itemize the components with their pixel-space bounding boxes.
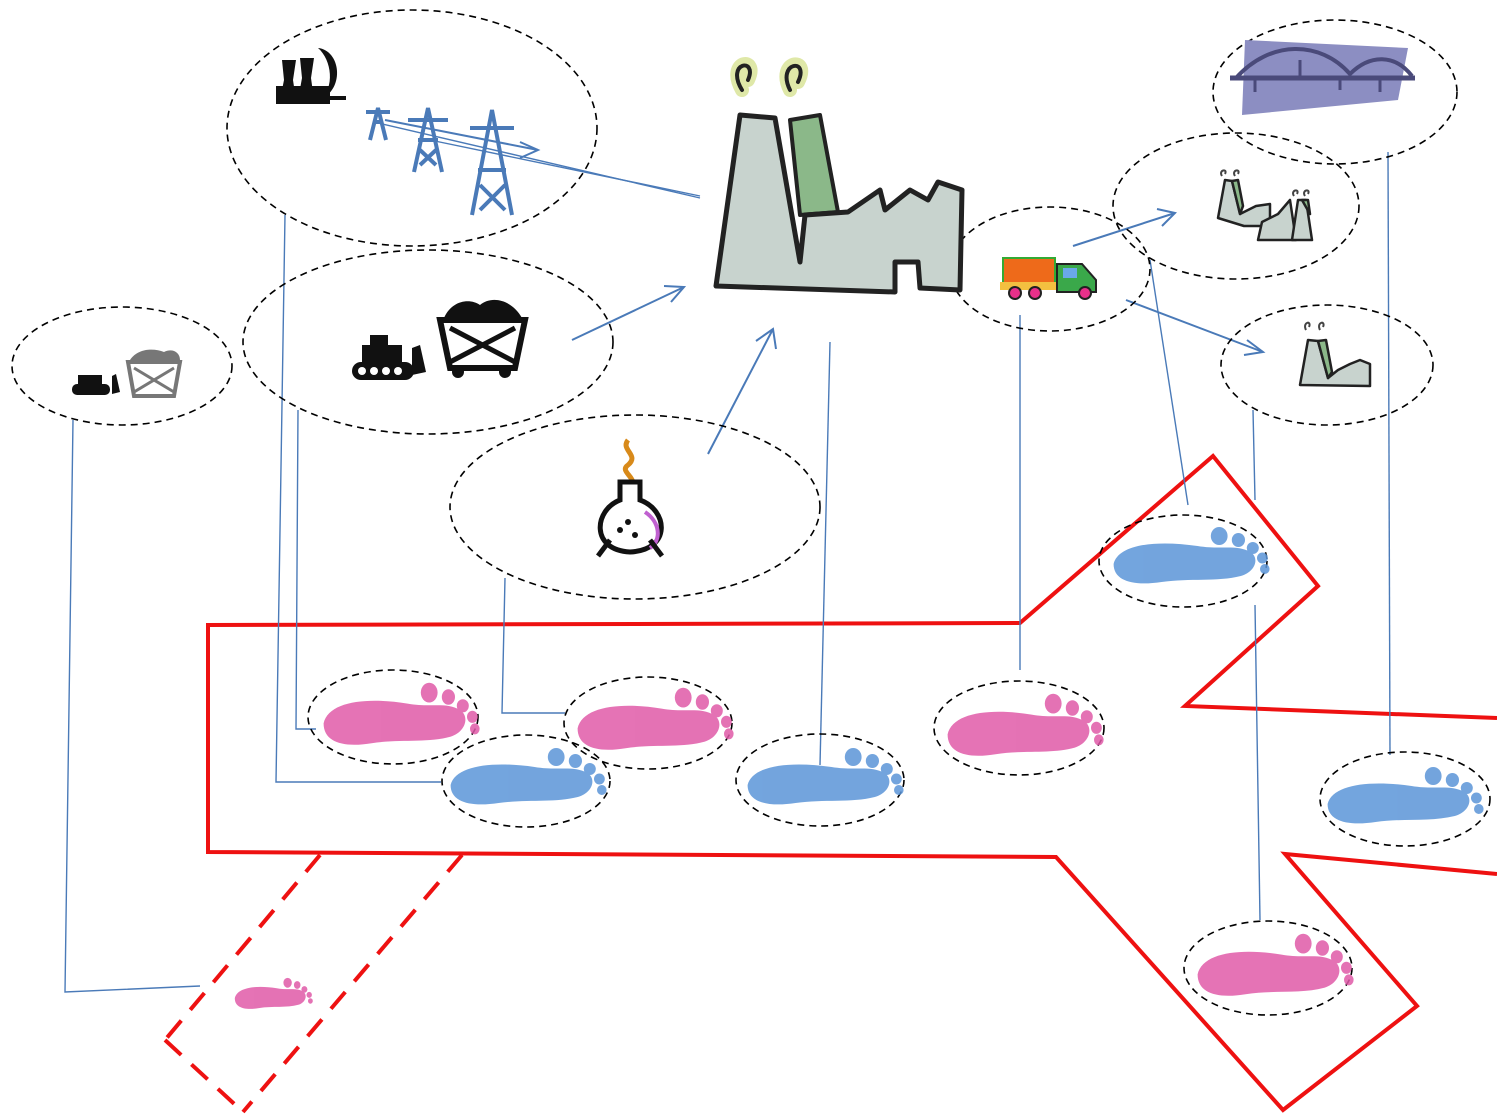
footprint-blue-icon — [450, 748, 607, 805]
coal-cart-icon — [125, 349, 183, 398]
footprint-pink-icon — [234, 977, 313, 1009]
system-boundary — [163, 453, 1497, 1114]
footprint-blue-icon — [1327, 767, 1484, 824]
connector-customers — [1149, 259, 1189, 506]
flow-arrows — [384, 119, 1266, 455]
bulldozer-icon — [72, 374, 120, 395]
ellipse-fp-customers — [1098, 514, 1268, 608]
footprint-pink-icon — [947, 693, 1104, 756]
connector-infrastructure — [1387, 151, 1391, 756]
chemical-flask-icon — [596, 438, 664, 558]
ellipse-fp-transport — [933, 680, 1105, 776]
connector-chemicals — [501, 577, 565, 714]
ellipse-customer-factory — [1220, 304, 1434, 426]
connector-power-factory-2 — [429, 139, 701, 197]
ellipse-customer-factories — [1112, 132, 1360, 280]
connector-upstream — [64, 419, 201, 993]
bridge-icon — [1230, 40, 1415, 115]
boundary-main-top — [206, 453, 1497, 1113]
connector-customer — [1252, 409, 1256, 501]
connector-customer-lower — [1254, 604, 1261, 921]
arrow-transport-to-customers — [1072, 208, 1177, 247]
power-pylons-icon — [366, 107, 514, 216]
ellipse-mining-small — [11, 306, 233, 426]
arrow-chemicals-to-factory — [707, 327, 777, 455]
arrow-pylons — [384, 119, 541, 159]
ellipse-chemicals — [449, 414, 821, 600]
arrow-transport-to-customer — [1125, 299, 1266, 356]
connector-power — [275, 214, 441, 783]
arrow-mining-to-factory — [571, 285, 687, 341]
ellipse-fp-power — [307, 669, 479, 765]
power-plant-icon — [276, 48, 346, 104]
ellipse-fp-chemicals — [563, 676, 733, 770]
factory-icon — [1216, 169, 1314, 242]
footprint-pink-icon — [577, 687, 734, 750]
ellipse-fp-infrastructure — [1319, 751, 1491, 847]
footprint-pink-icon — [1197, 933, 1354, 996]
footprint-blue-icon — [747, 748, 904, 805]
boundary-upstream-dashed — [163, 853, 464, 1114]
truck-icon — [1000, 257, 1097, 300]
footprint-pink-icon — [323, 682, 480, 745]
connector-factory — [819, 341, 831, 766]
connector-mining — [295, 409, 316, 730]
coal-cart-icon — [436, 299, 529, 378]
ellipse-infrastructure — [1212, 19, 1458, 165]
footprints — [234, 527, 1484, 1009]
factory-icon — [713, 57, 965, 295]
ellipse-mining-large — [242, 249, 614, 435]
ellipse-power-plant — [226, 9, 598, 247]
ellipse-fp-factory — [735, 733, 905, 827]
connector-lines — [64, 122, 1391, 993]
ellipse-fp-mining — [441, 734, 611, 828]
ellipse-fp-customer — [1183, 920, 1353, 1016]
footprint-blue-icon — [1113, 527, 1270, 584]
bulldozer-icon — [352, 335, 426, 380]
factory-icon — [1298, 321, 1372, 388]
